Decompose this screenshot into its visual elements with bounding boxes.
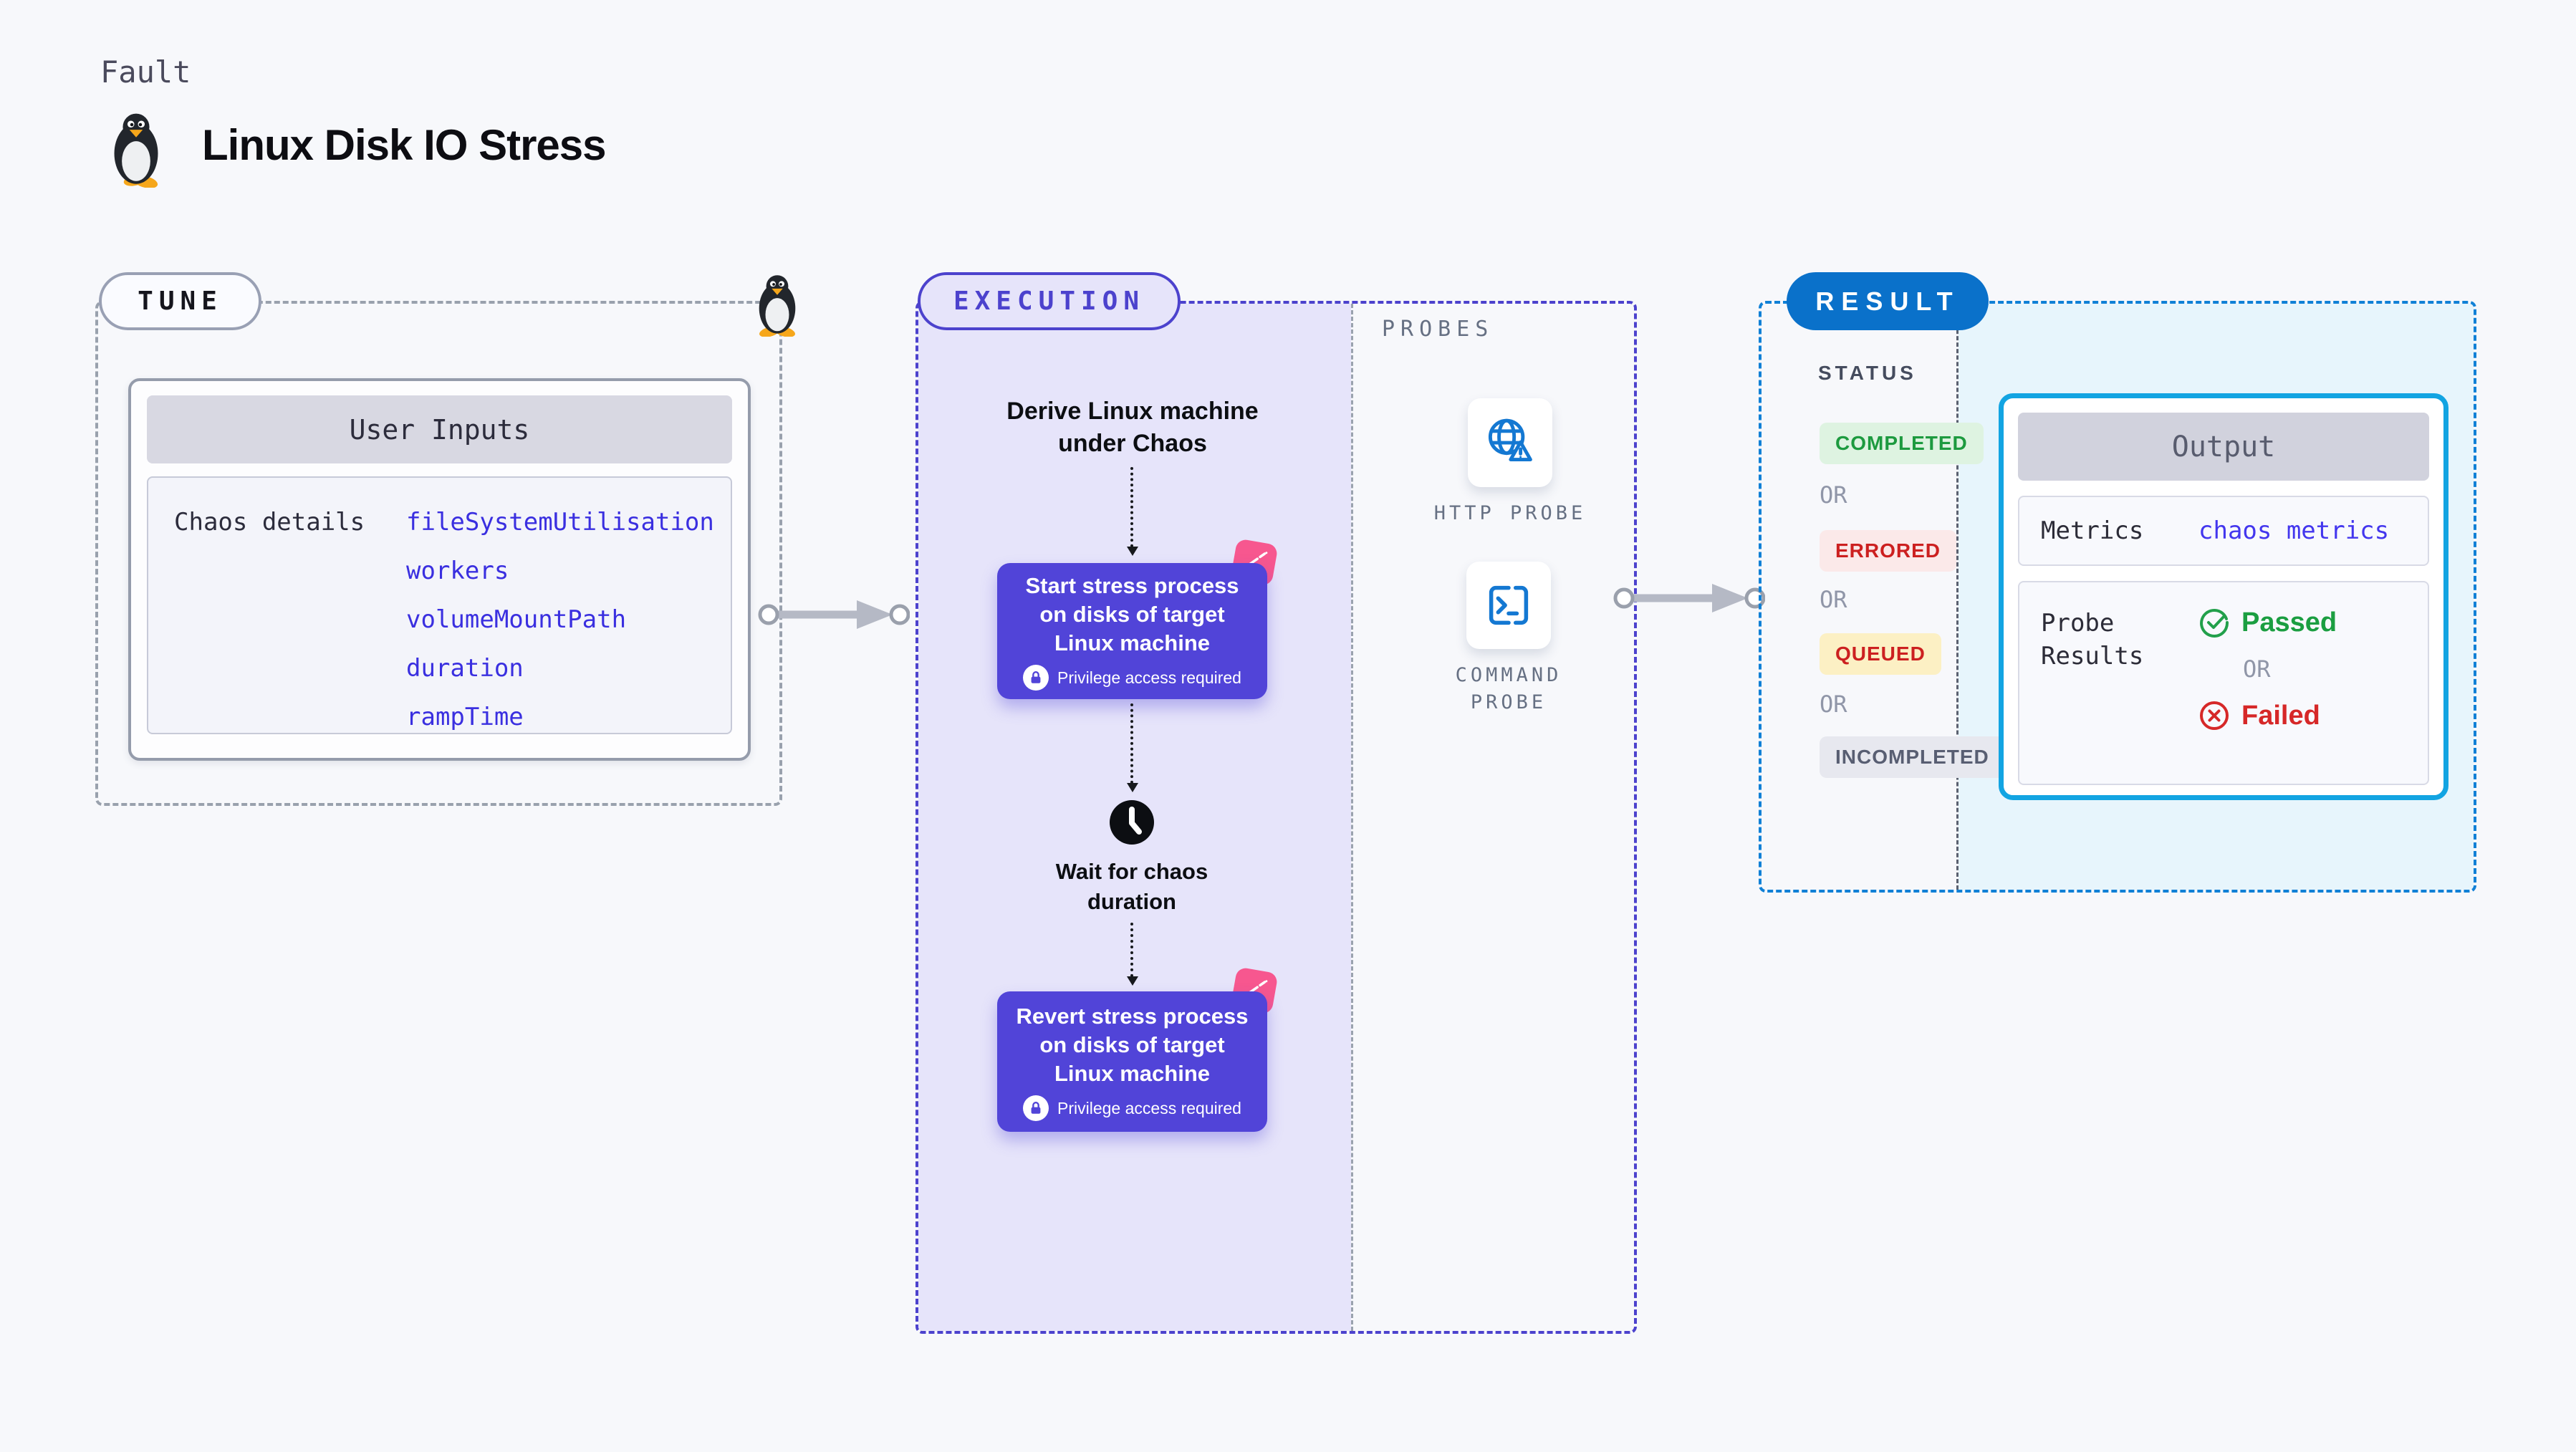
input-value[interactable]: fileSystemUtilisation <box>406 508 714 537</box>
flow-connector <box>1127 703 1138 792</box>
input-value[interactable]: duration <box>406 654 524 683</box>
flow-connector <box>1127 467 1138 556</box>
probe-results-or: OR <box>2243 655 2271 683</box>
tune-to-execution-arrow <box>758 600 910 629</box>
probe-results-label: Probe Results <box>2041 609 2144 670</box>
wait-clock-icon <box>1110 800 1154 845</box>
status-badge-completed: COMPLETED <box>1820 423 1984 464</box>
input-value[interactable]: volumeMountPath <box>406 605 627 634</box>
input-value[interactable]: rampTime <box>406 703 524 731</box>
user-inputs-card: User Inputs Chaos details fileSystemUtil… <box>128 378 751 761</box>
start-stress-label: Start stress process on disks of target … <box>1025 573 1239 655</box>
output-title: Output <box>2018 413 2429 481</box>
result-badge: RESULT <box>1787 272 1989 330</box>
input-value[interactable]: workers <box>406 557 509 585</box>
command-probe-label: COMMAND PROBE <box>1455 664 1562 713</box>
failed-label: Failed <box>2241 700 2320 731</box>
result-divider <box>1956 304 1959 890</box>
status-or: OR <box>1820 691 1847 718</box>
revert-stress-node[interactable]: Revert stress process on disks of target… <box>997 991 1267 1132</box>
derive-step-label: Derive Linux machine under Chaos <box>1006 398 1259 457</box>
command-probe-card[interactable] <box>1466 562 1551 649</box>
http-probe-label: HTTP PROBE <box>1433 502 1587 524</box>
page-title: Linux Disk IO Stress <box>202 121 607 169</box>
status-badge-queued: QUEUED <box>1820 633 1941 675</box>
status-badge-incompleted: INCOMPLETED <box>1820 736 2005 778</box>
passed-label: Passed <box>2241 607 2337 638</box>
lock-icon <box>1023 665 1049 691</box>
metrics-label: Metrics <box>2041 516 2144 545</box>
lock-icon <box>1023 1095 1049 1121</box>
probe-results-row: Probe Results Passed OR Failed <box>2018 581 2429 785</box>
x-circle-icon <box>2200 701 2229 730</box>
fault-kicker: Fault <box>100 54 191 90</box>
tune-badge: TUNE <box>99 272 261 330</box>
check-circle-icon <box>2200 609 2229 638</box>
status-label: STATUS <box>1818 362 1917 384</box>
linux-penguin-icon <box>114 113 158 188</box>
chaos-details-label: Chaos details <box>174 508 365 537</box>
terminal-icon <box>1489 585 1529 625</box>
privilege-note: Privilege access required <box>1057 668 1241 687</box>
status-or: OR <box>1820 481 1847 509</box>
tune-section <box>95 301 782 806</box>
linux-penguin-small-icon <box>759 275 796 337</box>
user-inputs-table: Chaos details fileSystemUtilisation work… <box>147 476 732 734</box>
output-card: Output Metrics chaos metrics Probe Resul… <box>1999 393 2448 800</box>
metrics-value[interactable]: chaos metrics <box>2198 516 2390 545</box>
privilege-note: Privilege access required <box>1057 1098 1241 1117</box>
globe-alert-icon <box>1488 418 1532 461</box>
http-probe-card[interactable] <box>1468 398 1552 487</box>
status-badge-errored: ERRORED <box>1820 530 1957 572</box>
flow-connector <box>1127 923 1138 986</box>
wait-step-label: Wait for chaos duration <box>1055 859 1208 914</box>
probes-label: PROBES <box>1382 317 1494 342</box>
execution-badge: EXECUTION <box>918 272 1181 330</box>
status-column <box>1762 304 1956 890</box>
start-stress-node[interactable]: Start stress process on disks of target … <box>997 563 1267 699</box>
execution-to-result-arrow <box>1613 584 1765 612</box>
metrics-row: Metrics chaos metrics <box>2018 496 2429 566</box>
probes-area <box>1351 304 1634 1331</box>
revert-stress-label: Revert stress process on disks of target… <box>1016 1004 1249 1086</box>
user-inputs-title: User Inputs <box>147 395 732 463</box>
status-or: OR <box>1820 586 1847 613</box>
